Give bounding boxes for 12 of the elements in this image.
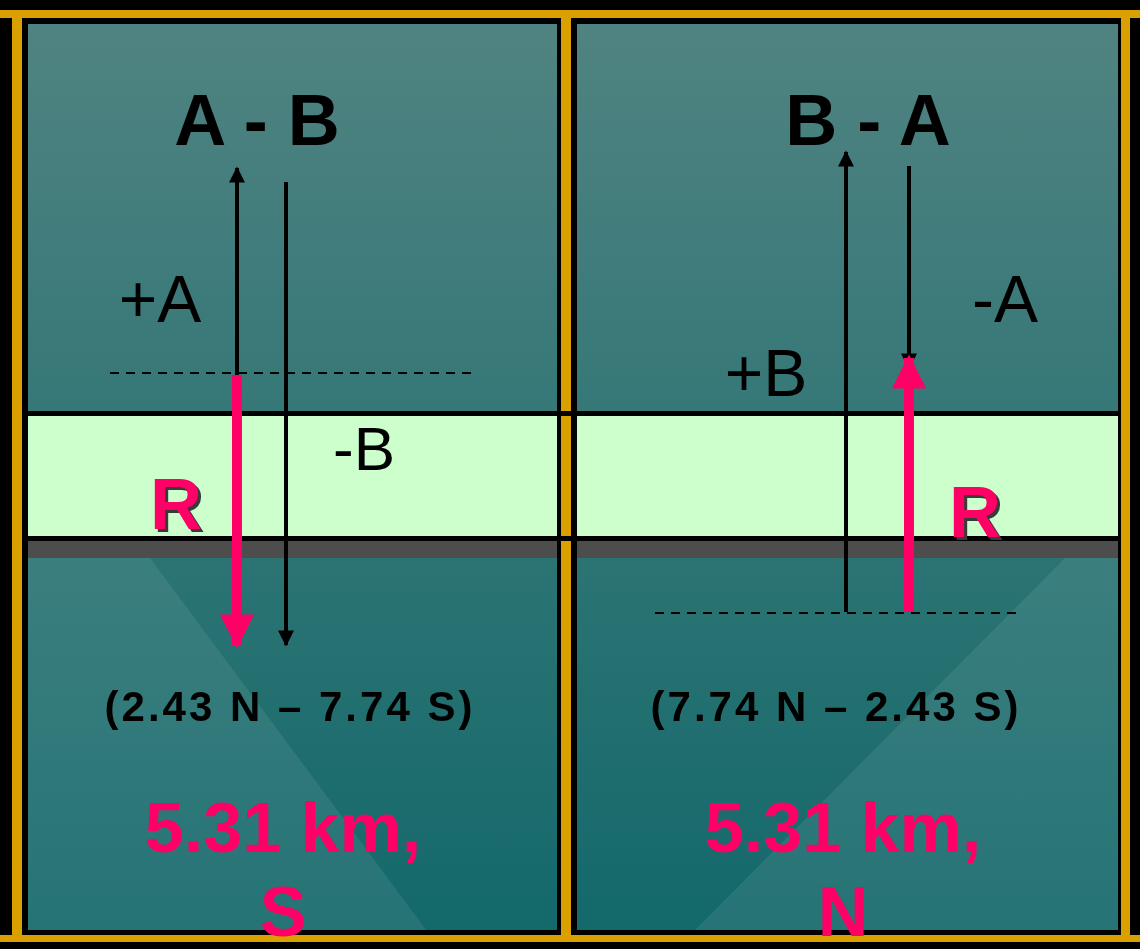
resultant-label: R <box>150 468 202 540</box>
calculation-text: (7.74 N – 2.43 S) <box>650 686 1022 728</box>
result-text: 5.31 km, N <box>703 788 983 949</box>
calculation-text: (2.43 N – 7.74 S) <box>104 686 476 728</box>
vector-label: -A <box>972 266 1038 332</box>
vector-equation: A - B <box>174 84 340 156</box>
result-text: 5.31 km, S <box>143 788 423 949</box>
vector-label: +A <box>118 266 202 332</box>
vector-label: +B <box>724 340 808 406</box>
vector-equation: B - A <box>785 84 951 156</box>
vector-label: -B <box>333 418 395 480</box>
resultant-label: R <box>949 476 1001 548</box>
